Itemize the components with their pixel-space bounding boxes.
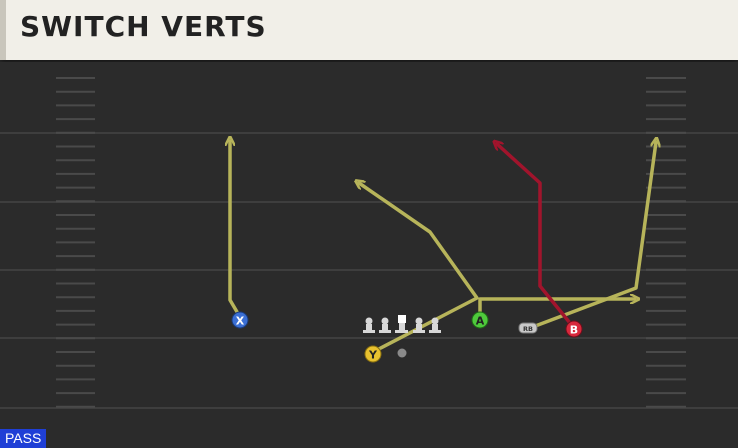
quarterback-icon — [397, 348, 407, 358]
route-b — [497, 144, 576, 330]
hash-marks-right — [646, 77, 686, 408]
offensive-line — [363, 315, 441, 333]
lineman-icon — [429, 317, 441, 333]
lineman-icon — [413, 317, 425, 333]
hash-marks-left — [56, 77, 95, 408]
lineman-icon — [379, 317, 391, 333]
player-y-label: Y — [368, 349, 378, 362]
play-header: SWITCH VERTS — [0, 0, 738, 60]
player-x[interactable]: X — [231, 311, 249, 329]
player-b-label: B — [570, 324, 578, 337]
play-diagram-field: X Y A RB B — [0, 62, 738, 429]
player-x-label: X — [236, 315, 245, 328]
player-y[interactable]: Y — [364, 345, 382, 363]
player-a[interactable]: A — [471, 311, 489, 329]
play-type-badge: PASS — [0, 429, 47, 448]
player-b[interactable]: B — [565, 320, 583, 338]
player-rb-label: RB — [523, 325, 533, 333]
yard-lines — [0, 132, 738, 409]
header-accent — [0, 0, 6, 60]
route-x — [230, 141, 242, 319]
player-a-label: A — [476, 315, 485, 328]
center-icon — [395, 315, 408, 333]
play-title: SWITCH VERTS — [20, 10, 267, 43]
lineman-icon — [363, 317, 375, 333]
field-background — [0, 62, 738, 429]
player-rb[interactable]: RB — [518, 322, 538, 334]
route-y — [359, 183, 479, 354]
